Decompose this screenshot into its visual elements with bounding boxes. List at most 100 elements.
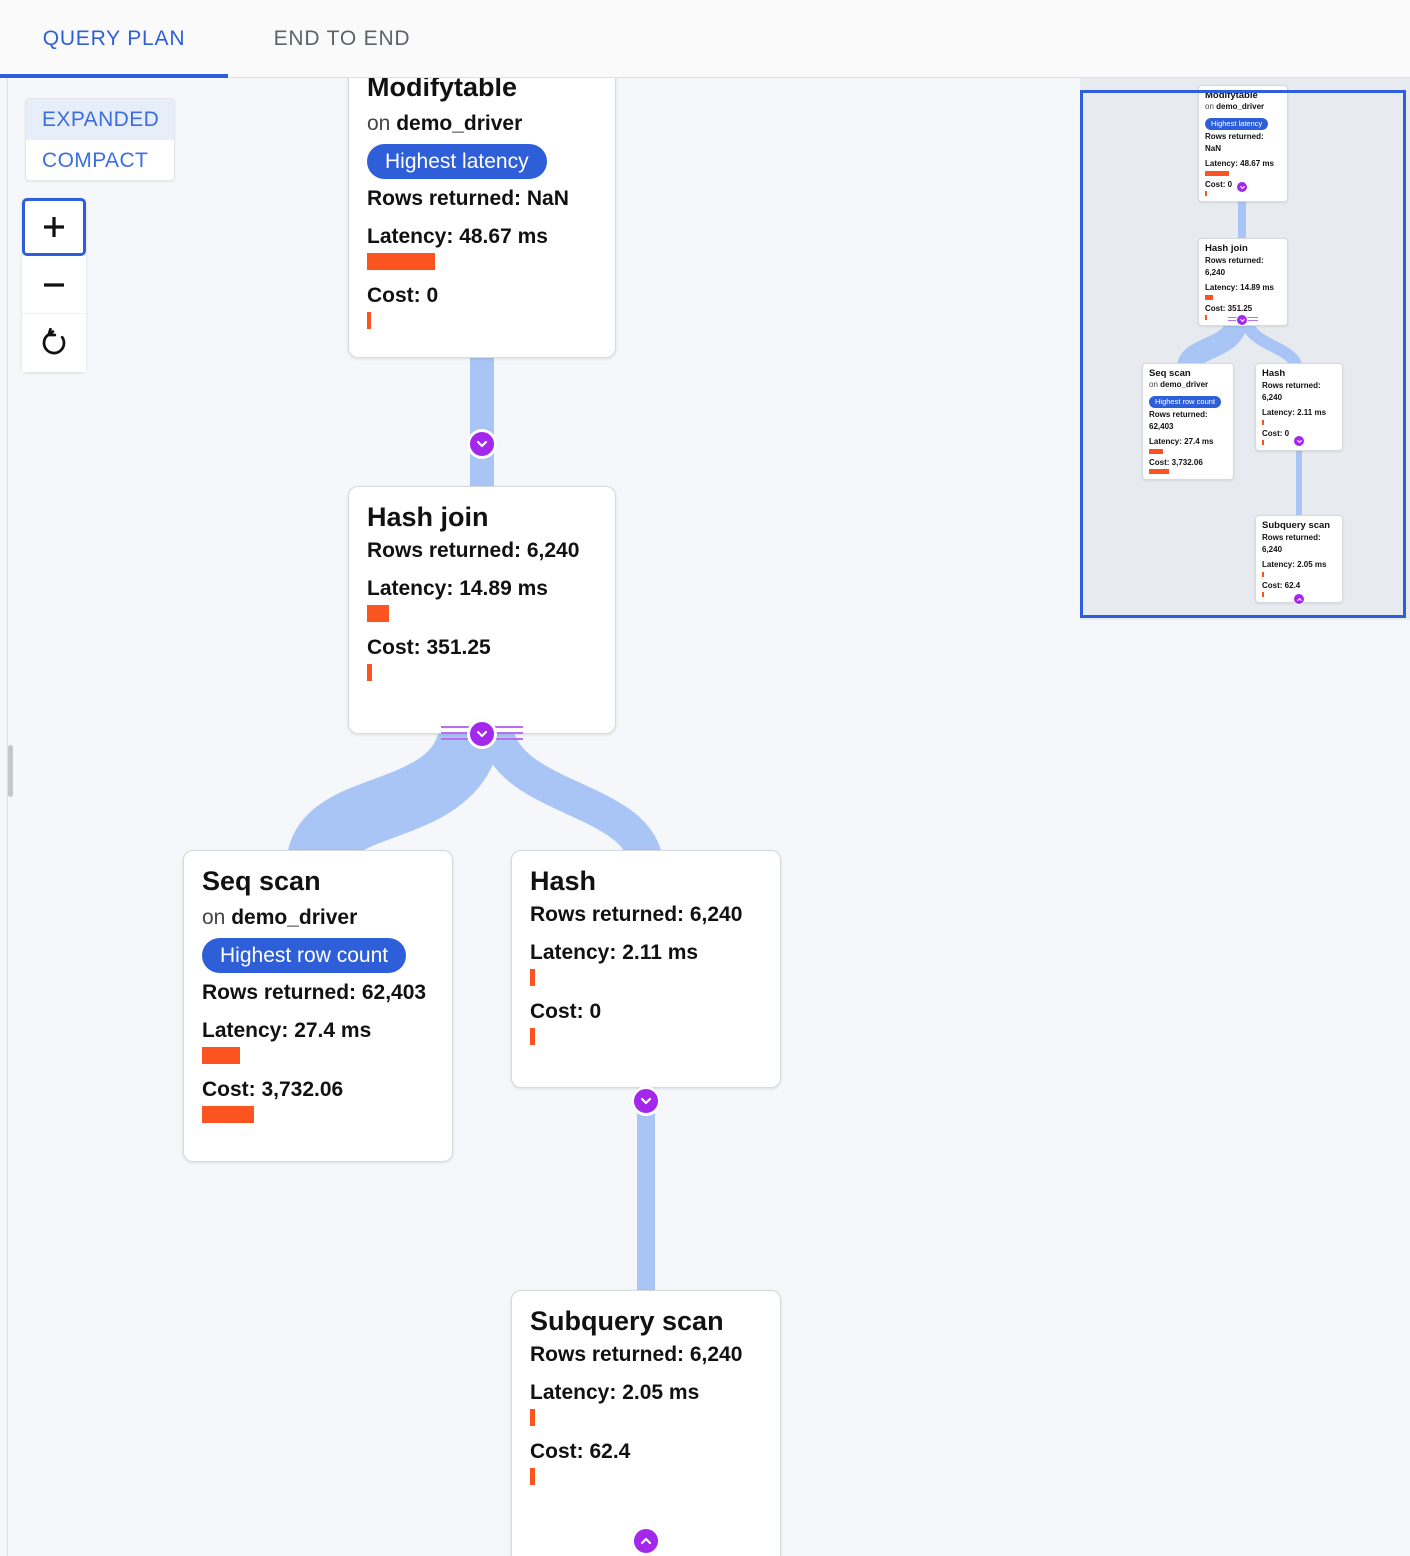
plan-node-hash-join[interactable]: Hash join Rows returned: 6,240 Latency: … bbox=[348, 486, 616, 734]
tab-end-to-end[interactable]: END TO END bbox=[228, 0, 456, 77]
plus-icon bbox=[44, 217, 64, 237]
collapse-toggle-subquery-scan[interactable] bbox=[631, 1526, 661, 1556]
mini-edge-3 bbox=[1241, 319, 1303, 371]
tab-query-plan[interactable]: QUERY PLAN bbox=[0, 0, 228, 77]
plan-node-modifytable[interactable]: Modifytable on demo_driver Highest laten… bbox=[348, 78, 616, 358]
node-title: Hash bbox=[530, 866, 597, 896]
status-badge-highest-row-count: Highest row count bbox=[202, 938, 407, 974]
query-plan-canvas[interactable]: Modifytable on demo_driver Highest laten… bbox=[0, 78, 1410, 1556]
node-title: Hash join bbox=[1205, 243, 1248, 254]
minimap-node-hash-join[interactable]: Hash join Rows returned: 6,240 Latency: … bbox=[1198, 238, 1288, 327]
mini-edge-2 bbox=[1177, 318, 1248, 371]
node-rows-returned: Rows returned: 6,240 bbox=[1262, 381, 1321, 403]
chevron-down-icon bbox=[1239, 185, 1245, 189]
node-latency: Latency: 14.89 ms bbox=[1205, 283, 1274, 293]
layout-mode-compact-label: COMPACT bbox=[42, 148, 149, 172]
node-latency-bar bbox=[367, 604, 389, 622]
node-cost: Cost: 62.4 bbox=[530, 1439, 631, 1463]
panel-divider bbox=[7, 78, 8, 1556]
reset-view-button[interactable] bbox=[22, 314, 86, 372]
node-cost-bar bbox=[202, 1106, 254, 1124]
zoom-in-button[interactable] bbox=[22, 198, 86, 256]
status-badge-highest-row-count: Highest row count bbox=[1149, 396, 1222, 408]
node-latency-bar bbox=[1262, 571, 1264, 577]
minimap-collapse-toggle-hash-join[interactable] bbox=[1236, 314, 1248, 326]
layout-mode-toggle-group[interactable]: EXPANDED COMPACT bbox=[25, 98, 175, 181]
node-latency: Latency: 2.11 ms bbox=[530, 940, 699, 964]
node-title: Modifytable bbox=[1205, 90, 1258, 101]
zoom-out-button[interactable] bbox=[22, 256, 86, 314]
node-cost-bar bbox=[1262, 440, 1264, 446]
node-rows-returned: Rows returned: 6,240 bbox=[1205, 256, 1264, 278]
chevron-down-icon bbox=[1296, 439, 1302, 443]
edge-hashjoin-hash bbox=[480, 728, 663, 866]
layout-mode-expanded[interactable]: EXPANDED bbox=[26, 99, 174, 140]
node-cost-bar bbox=[1149, 468, 1169, 474]
node-cost: Cost: 0 bbox=[367, 284, 439, 308]
collapse-toggle-modifytable[interactable] bbox=[467, 429, 497, 459]
node-relation-name: demo_driver bbox=[1216, 102, 1265, 112]
edge-hashjoin-seqscan bbox=[287, 726, 501, 868]
graph-edges bbox=[287, 358, 663, 1300]
node-latency: Latency: 2.05 ms bbox=[1262, 560, 1327, 570]
node-relation-prefix: on bbox=[202, 905, 232, 929]
node-rows-returned: Rows returned: NaN bbox=[1205, 132, 1264, 154]
active-tab-indicator bbox=[0, 74, 228, 78]
plan-node-hash[interactable]: Hash Rows returned: 6,240 Latency: 2.11 … bbox=[511, 850, 781, 1088]
status-badge-highest-latency: Highest latency bbox=[367, 144, 547, 180]
node-relation-name: demo_driver bbox=[231, 905, 358, 929]
node-title: Seq scan bbox=[202, 866, 321, 896]
collapse-toggle-hash[interactable] bbox=[631, 1086, 661, 1116]
chevron-down-icon bbox=[1239, 318, 1245, 322]
node-latency-bar bbox=[530, 968, 535, 986]
node-relation-prefix: on bbox=[367, 111, 397, 135]
node-cost-bar bbox=[367, 312, 371, 330]
node-title: Subquery scan bbox=[1262, 520, 1331, 531]
reset-rotate-icon bbox=[42, 328, 66, 355]
collapse-toggle-hash-join[interactable] bbox=[467, 719, 497, 749]
tab-bar: QUERY PLAN END TO END bbox=[0, 0, 1410, 78]
minimap-panel[interactable]: Modifytable on demo_driver Highest laten… bbox=[1080, 78, 1410, 620]
node-latency: Latency: 27.4 ms bbox=[202, 1019, 372, 1043]
vertical-scrollbar-thumb[interactable] bbox=[8, 745, 13, 797]
minimap-branch-indicator-right bbox=[1244, 317, 1258, 323]
node-cost: Cost: 62.4 bbox=[1262, 580, 1301, 590]
node-cost-bar bbox=[1262, 592, 1264, 598]
node-relation-name: demo_driver bbox=[396, 111, 523, 135]
node-cost-bar bbox=[367, 663, 372, 681]
node-latency: Latency: 48.67 ms bbox=[1205, 159, 1274, 169]
minimap-viewport-rect[interactable] bbox=[1080, 90, 1406, 618]
minimap-node-seq-scan[interactable]: Seq scan on demo_driver Highest row coun… bbox=[1142, 363, 1234, 480]
node-latency-bar bbox=[530, 1408, 535, 1426]
status-badge-highest-latency: Highest latency bbox=[1205, 118, 1269, 130]
node-relation: on demo_driver bbox=[202, 905, 434, 931]
zoom-controls[interactable] bbox=[22, 198, 86, 372]
node-cost-bar bbox=[530, 1467, 535, 1485]
minimap-collapse-toggle-hash[interactable] bbox=[1293, 435, 1305, 447]
layout-mode-compact[interactable]: COMPACT bbox=[26, 140, 174, 180]
node-relation: on demo_driver bbox=[1205, 102, 1281, 113]
node-latency: Latency: 27.4 ms bbox=[1149, 437, 1214, 447]
node-title: Hash join bbox=[367, 502, 489, 532]
node-cost: Cost: 0 bbox=[1205, 179, 1233, 189]
node-rows-returned: Rows returned: 6,240 bbox=[367, 538, 580, 562]
minimap-node-subquery-scan[interactable]: Subquery scan Rows returned: 6,240 Laten… bbox=[1255, 515, 1343, 604]
minimap-collapse-toggle-modifytable[interactable] bbox=[1236, 181, 1248, 193]
node-cost-bar bbox=[1205, 315, 1207, 321]
plan-node-subquery-scan[interactable]: Subquery scan Rows returned: 6,240 Laten… bbox=[511, 1290, 781, 1556]
node-rows-returned: Rows returned: 6,240 bbox=[530, 1342, 743, 1366]
node-latency-bar bbox=[202, 1047, 240, 1065]
tab-end-to-end-label: END TO END bbox=[273, 26, 411, 50]
node-title: Hash bbox=[1262, 368, 1286, 379]
node-title: Subquery scan bbox=[530, 1306, 724, 1336]
plan-node-seq-scan[interactable]: Seq scan on demo_driver Highest row coun… bbox=[183, 850, 453, 1162]
node-rows-returned: Rows returned: NaN bbox=[367, 187, 569, 211]
node-cost: Cost: 351.25 bbox=[367, 635, 491, 659]
node-rows-returned: Rows returned: 62,403 bbox=[1149, 410, 1208, 432]
layout-mode-expanded-label: EXPANDED bbox=[42, 107, 160, 131]
node-relation: on demo_driver bbox=[1149, 380, 1227, 391]
node-cost: Cost: 351.25 bbox=[1205, 303, 1253, 313]
node-relation-prefix: on bbox=[1205, 102, 1217, 112]
minimap-collapse-toggle-subquery-scan[interactable] bbox=[1293, 593, 1305, 605]
node-cost: Cost: 0 bbox=[530, 999, 602, 1023]
